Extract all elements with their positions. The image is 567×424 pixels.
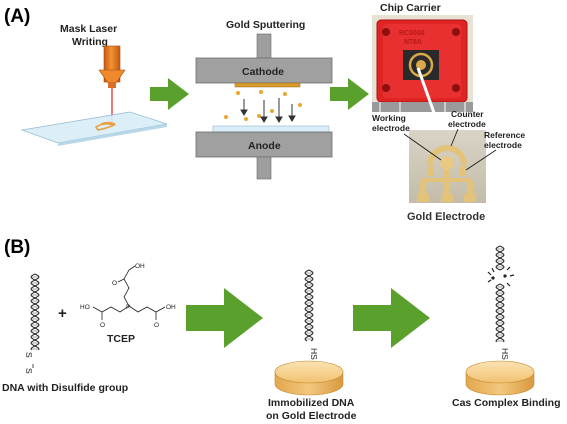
dna-disulfide-label: DNA with Disulfide group [2, 382, 128, 394]
chip-screw-hole [382, 28, 390, 36]
cas-complex [487, 266, 515, 287]
tcep-p-atom: P [126, 304, 130, 311]
gold-disk-top [274, 360, 344, 384]
tcep-label: TCEP [107, 333, 135, 345]
tcep-oh-right: OH [166, 304, 176, 311]
tcep-oh-top: OH [135, 263, 145, 270]
counter-label-line1: Counter [451, 109, 484, 119]
tcep-arm-left [92, 305, 130, 313]
working-label-line1: Working [372, 113, 406, 123]
cas-dot [491, 276, 495, 280]
chip-screw-hole [452, 28, 460, 36]
immobilized-label-line1: Immobilized DNA [268, 397, 355, 409]
working-label-line2: electrode [372, 123, 410, 133]
dna-helix [304, 269, 314, 342]
chip-title: Chip Carrier [380, 2, 441, 14]
electrode-lead [467, 182, 473, 200]
laser-writer: Mask Laser Writing [20, 23, 168, 146]
reference-pointer [465, 149, 497, 171]
panel-a-label: (A) [4, 6, 30, 27]
electrode-pad [441, 194, 453, 202]
cathode-block [195, 57, 333, 84]
cas-binding-label: Cas Complex Binding [452, 397, 561, 409]
laser-pattern [94, 121, 117, 131]
panel-b-label: (B) [4, 237, 30, 258]
laser-title-line1: Mask Laser [60, 23, 117, 35]
reference-label-line2: electrode [484, 140, 522, 150]
gold-disk-top [465, 360, 535, 384]
tcep-ho-left: HO [80, 304, 90, 311]
arrow-laser-to-sputter [150, 78, 189, 110]
tcep-structure [92, 265, 166, 320]
electrode-lead [420, 182, 426, 200]
arrow-immobilized-to-cas [353, 288, 430, 348]
electrode-pad [417, 194, 429, 202]
arrow-sputter-to-chip [330, 78, 369, 110]
counter-electrode-arc [427, 145, 467, 166]
tcep-o-top: O [112, 280, 117, 287]
s-atom-top: S [24, 352, 34, 358]
anode-block [195, 131, 333, 158]
laser-nozzle [98, 69, 126, 84]
tcep-o-right: O [154, 322, 159, 329]
anode-rod [256, 156, 272, 180]
anode-label: Anode [248, 140, 281, 152]
chip-screw-hole [382, 84, 390, 92]
dna-strand-b [30, 273, 40, 351]
chip-engraving-line1: RC0000 [399, 30, 425, 37]
counter-label-line2: electrode [448, 119, 486, 129]
tcep-arm-right [128, 305, 166, 313]
immobilized-dna: HS Immobilized DNA on Gold Electrode [266, 269, 357, 422]
tcep-o-left: O [100, 322, 105, 329]
laser-tip [108, 82, 116, 88]
dna-strand-b [304, 269, 314, 342]
sputter-arrows [240, 98, 296, 123]
cas-binding: HS Cas Complex Binding [452, 245, 561, 409]
dna-strand-a [495, 283, 505, 343]
immobilized-label-line2: on Gold Electrode [266, 410, 357, 422]
chip-engraving-line2: N78A [404, 39, 422, 46]
cathode-rod [256, 33, 272, 61]
dna-strand-a [30, 273, 40, 351]
cas-dot [503, 274, 507, 278]
dna-disulfide: S S DNA with Disulfide group [2, 273, 128, 394]
cathode-label: Cathode [242, 66, 284, 78]
chip-carrier: Chip Carrier RC0000 N78A [372, 2, 473, 112]
reference-label-line1: Reference [484, 130, 525, 140]
gold-target [234, 82, 301, 88]
electrode-lead [444, 182, 450, 200]
hs-label-cas: HS [500, 348, 510, 360]
sputter-title: Gold Sputtering [226, 19, 305, 31]
counter-pointer [450, 128, 459, 147]
dna-strand-b [495, 245, 505, 271]
sputter-particles [224, 90, 302, 121]
working-pointer [403, 133, 442, 161]
chip-electrode-center [416, 60, 426, 70]
dna-helix [495, 245, 505, 271]
dna-strand-b [495, 283, 505, 343]
glass-substrate-edge [58, 124, 167, 146]
substrate-plate [212, 125, 330, 133]
working-electrode-disk [440, 156, 454, 170]
gold-electrode-photo: Working electrode Counter electrode Refe… [372, 109, 525, 223]
chip-screw-hole [452, 84, 460, 92]
laser-title-line2: Writing [72, 36, 108, 48]
arrow-dna-to-immobilized [186, 288, 263, 348]
dna-helix [30, 273, 40, 351]
gold-electrode-label: Gold Electrode [407, 211, 485, 223]
s-atom-bottom: S [24, 368, 34, 374]
dna-helix [495, 283, 505, 343]
chip-pins [372, 102, 473, 112]
electrode-pad [464, 194, 476, 202]
tcep-arm-top [123, 269, 130, 307]
plus-sign: + [58, 305, 67, 322]
hs-label-immobilized: HS [309, 348, 319, 360]
sputter-chamber: Gold Sputtering Cathode Anode [195, 19, 333, 180]
